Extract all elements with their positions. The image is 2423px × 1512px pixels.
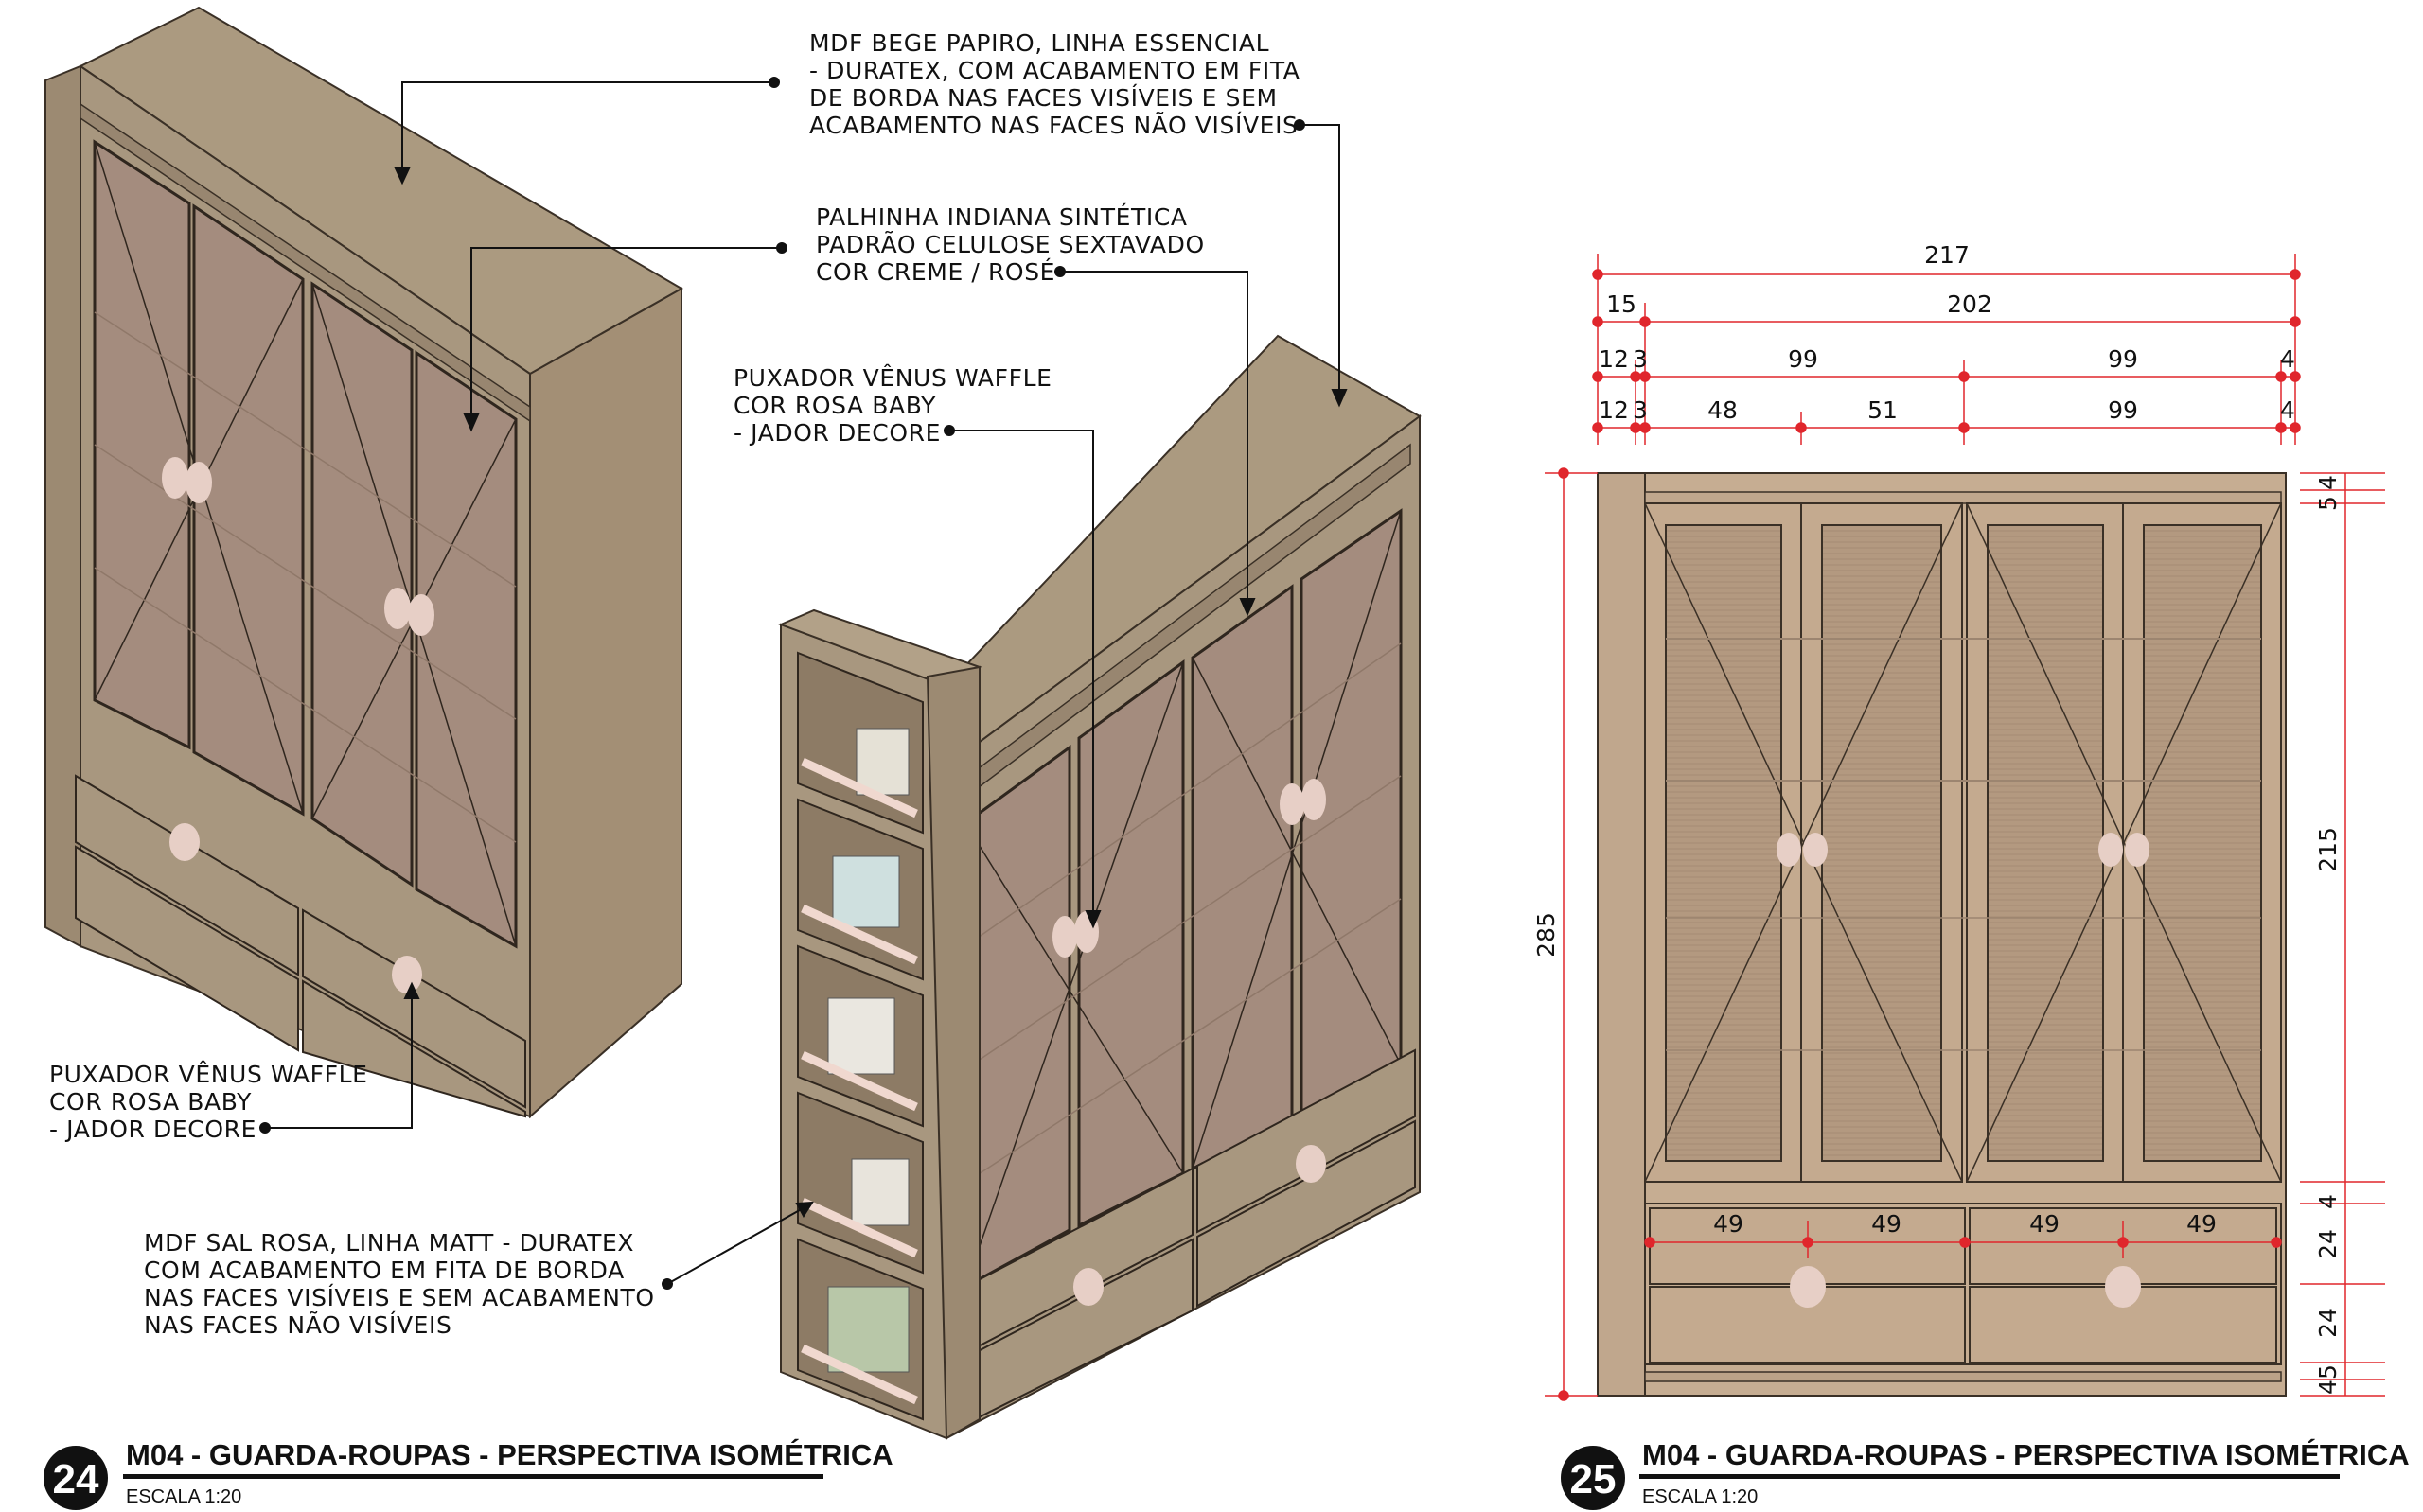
svg-text:24: 24	[2314, 1229, 2342, 1259]
svg-text:DE BORDA NAS FACES VISÍVEIS E: DE BORDA NAS FACES VISÍVEIS E SEM	[809, 84, 1278, 112]
svg-text:99: 99	[1788, 345, 1818, 373]
svg-text:217: 217	[1924, 241, 1970, 269]
svg-text:4: 4	[2314, 1194, 2342, 1209]
svg-text:4: 4	[2314, 1380, 2342, 1395]
handles-right	[1052, 779, 1326, 1306]
svg-text:25: 25	[1570, 1456, 1617, 1503]
wardrobe-isometric-left	[44, 6, 684, 1119]
svg-text:MDF SAL ROSA, LINHA MATT - DUR: MDF SAL ROSA, LINHA MATT - DURATEX	[144, 1229, 634, 1257]
drawing-25-scale: ESCALA 1:20	[1642, 1486, 1758, 1507]
svg-text:99: 99	[2108, 345, 2138, 373]
svg-text:MDF BEGE PAPIRO, LINHA ESSENCI: MDF BEGE PAPIRO, LINHA ESSENCIAL	[809, 29, 1269, 57]
note-puxador-right: PUXADOR VÊNUS WAFFLE COR ROSA BABY - JAD…	[734, 364, 1052, 447]
svg-text:99: 99	[2108, 396, 2138, 424]
svg-text:12: 12	[1599, 345, 1629, 373]
drawers-left	[75, 774, 526, 1118]
svg-text:215: 215	[2314, 827, 2342, 872]
leaders-palhinha	[463, 242, 1256, 617]
leader-puxador-left	[259, 981, 420, 1134]
wardrobe-front-elevation	[1597, 472, 2287, 1397]
drawing-24-scale: ESCALA 1:20	[126, 1486, 241, 1507]
glass-doors-right	[964, 508, 1403, 1290]
dimension-values: 217 15 202 12 3 99 99 4 12 3 48 51 99 4 …	[1532, 241, 2342, 1395]
svg-text:4: 4	[2280, 396, 2295, 424]
svg-text:12: 12	[1599, 396, 1629, 424]
svg-text:NAS FACES VISÍVEIS E SEM ACABA: NAS FACES VISÍVEIS E SEM ACABAMENTO	[144, 1284, 655, 1311]
svg-text:49: 49	[1871, 1210, 1901, 1238]
note-puxador-left: PUXADOR VÊNUS WAFFLE COR ROSA BABY - JAD…	[49, 1061, 368, 1143]
svg-text:PADRÃO CELULOSE SEXTAVADO: PADRÃO CELULOSE SEXTAVADO	[816, 230, 1205, 258]
svg-text:ACABAMENTO NAS FACES NÃO VISÍV: ACABAMENTO NAS FACES NÃO VISÍVEIS	[809, 111, 1299, 139]
svg-text:NAS FACES NÃO VISÍVEIS: NAS FACES NÃO VISÍVEIS	[144, 1310, 451, 1339]
svg-text:COR ROSA BABY: COR ROSA BABY	[49, 1088, 252, 1116]
svg-text:COR CREME / ROSÉ: COR CREME / ROSÉ	[816, 258, 1055, 286]
title-block-25: 25 M04 - GUARDA-ROUPAS - PERSPECTIVA ISO…	[1561, 1438, 2410, 1510]
svg-text:COM ACABAMENTO EM FITA DE BORD: COM ACABAMENTO EM FITA DE BORDA	[144, 1257, 625, 1284]
leader-mdf-sal-rosa	[662, 1201, 814, 1290]
svg-text:202: 202	[1947, 290, 1992, 318]
leaders-mdf-bege	[394, 77, 1348, 408]
svg-text:- DURATEX, COM ACABAMENTO EM F: - DURATEX, COM ACABAMENTO EM FITA	[809, 57, 1300, 84]
svg-text:49: 49	[1713, 1210, 1743, 1238]
side-bookshelf	[778, 608, 982, 1440]
svg-text:24: 24	[53, 1456, 99, 1503]
note-palhinha: PALHINHA INDIANA SINTÉTICA PADRÃO CELULO…	[816, 203, 1205, 286]
svg-text:51: 51	[1867, 396, 1898, 424]
svg-text:15: 15	[1606, 290, 1636, 318]
svg-text:5: 5	[2314, 496, 2342, 511]
svg-text:3: 3	[1633, 345, 1648, 373]
drawing-24-title: M04 - GUARDA-ROUPAS - PERSPECTIVA ISOMÉT…	[126, 1438, 893, 1471]
svg-text:COR ROSA BABY: COR ROSA BABY	[734, 392, 936, 419]
svg-text:PUXADOR VÊNUS WAFFLE: PUXADOR VÊNUS WAFFLE	[734, 364, 1052, 392]
drawers-right	[964, 1048, 1416, 1426]
svg-text:PALHINHA INDIANA SINTÉTICA: PALHINHA INDIANA SINTÉTICA	[816, 203, 1188, 231]
title-block-24: 24 M04 - GUARDA-ROUPAS - PERSPECTIVA ISO…	[44, 1438, 893, 1510]
drawing-25-title: M04 - GUARDA-ROUPAS - PERSPECTIVA ISOMÉT…	[1642, 1438, 2410, 1471]
note-mdf-bege: MDF BEGE PAPIRO, LINHA ESSENCIAL - DURAT…	[809, 29, 1300, 139]
svg-text:4: 4	[2280, 345, 2295, 373]
svg-text:5: 5	[2314, 1364, 2342, 1380]
svg-text:49: 49	[2029, 1210, 2060, 1238]
wardrobe-isometric-right	[778, 334, 1422, 1440]
leader-puxador-right	[944, 425, 1102, 929]
svg-text:48: 48	[1707, 396, 1738, 424]
svg-text:PUXADOR VÊNUS WAFFLE: PUXADOR VÊNUS WAFFLE	[49, 1061, 368, 1088]
svg-text:285: 285	[1532, 912, 1560, 958]
handles-left	[162, 457, 434, 993]
svg-text:24: 24	[2314, 1308, 2342, 1338]
dimension-lines	[1545, 254, 2385, 1401]
svg-text:3: 3	[1633, 396, 1648, 424]
glass-doors-left	[93, 139, 518, 949]
svg-text:49: 49	[2186, 1210, 2217, 1238]
svg-text:4: 4	[2314, 475, 2342, 490]
note-mdf-sal-rosa: MDF SAL ROSA, LINHA MATT - DURATEX COM A…	[144, 1229, 655, 1339]
svg-text:- JADOR DECORE: - JADOR DECORE	[734, 419, 941, 447]
svg-text:- JADOR DECORE: - JADOR DECORE	[49, 1116, 256, 1143]
